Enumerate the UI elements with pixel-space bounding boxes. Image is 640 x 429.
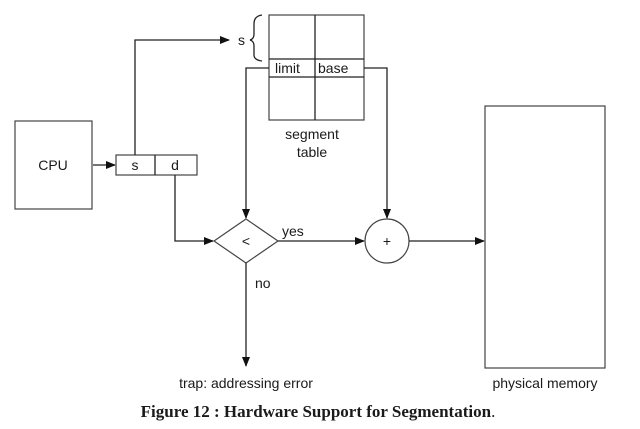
segment-table-caption-line1: segment (285, 126, 339, 142)
address-register (115, 154, 198, 176)
cpu-box (14, 120, 93, 210)
cpu-block: CPU (14, 120, 93, 210)
no-label: no (255, 275, 271, 291)
logical-address: s d (115, 154, 198, 176)
limit-arrow (242, 67, 269, 219)
comparator: < (212, 218, 280, 264)
figure-caption: Figure 12 : Hardware Support for Segment… (141, 402, 496, 421)
adder-symbol: + (383, 233, 391, 249)
figure-caption-main: Figure 12 : Hardware Support for Segment… (141, 402, 492, 421)
offset-field: d (171, 157, 179, 173)
figure-caption-period: . (491, 402, 495, 421)
segment-table-box (268, 14, 365, 121)
physical-memory-box (484, 105, 606, 369)
cpu-label: CPU (38, 157, 68, 173)
comparator-symbol: < (242, 233, 250, 249)
segment-pointer-label: s (238, 32, 245, 48)
physical-memory-label: physical memory (492, 375, 597, 391)
offset-arrow (174, 175, 214, 245)
trap-label: trap: addressing error (179, 375, 313, 391)
segment-table-caption-line2: table (297, 144, 328, 160)
base-arrow (364, 67, 391, 219)
yes-label: yes (282, 223, 304, 239)
adder: + (364, 218, 410, 264)
base-label: base (318, 60, 349, 76)
limit-label: limit (275, 60, 300, 76)
brace-icon (249, 14, 263, 62)
segment-index-arrow (134, 36, 230, 155)
segment-field: s (132, 157, 139, 173)
segment-table: limit base segment table (268, 14, 365, 160)
